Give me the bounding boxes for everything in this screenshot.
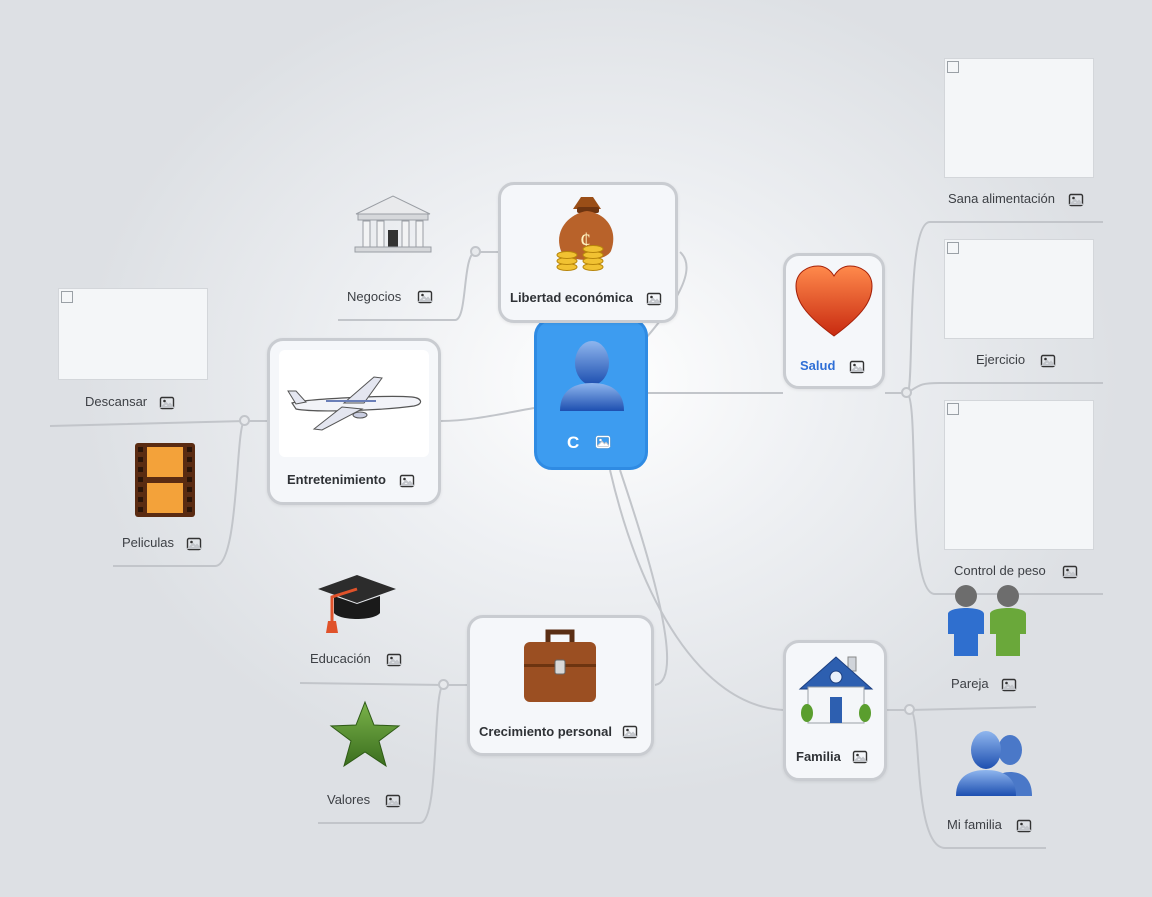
leaf-label: Control de peso bbox=[954, 563, 1046, 578]
image-placeholder bbox=[944, 58, 1094, 178]
collapse-dot-entretenimiento[interactable] bbox=[239, 415, 250, 426]
image-icon[interactable] bbox=[1001, 678, 1017, 692]
leaf-educacion[interactable]: Educación bbox=[302, 565, 412, 675]
image-icon[interactable] bbox=[159, 396, 175, 410]
leaf-descansar[interactable]: Descansar bbox=[58, 288, 208, 418]
leaf-sana-alimentacion[interactable]: Sana alimentación bbox=[944, 58, 1094, 213]
leaf-negocios[interactable]: Negocios bbox=[340, 190, 450, 310]
branch-familia[interactable]: Familia bbox=[783, 640, 887, 781]
group-users-icon bbox=[956, 731, 1032, 796]
root-label: C bbox=[567, 433, 580, 452]
collapse-dot-crecimiento[interactable] bbox=[438, 679, 449, 690]
leaf-label: Educación bbox=[310, 651, 371, 666]
link-root-entretenimiento bbox=[440, 407, 535, 422]
image-icon[interactable] bbox=[1040, 354, 1056, 368]
root-node[interactable]: C bbox=[534, 318, 648, 470]
image-icon[interactable] bbox=[399, 474, 415, 488]
link-salud-ejercicio bbox=[906, 382, 1103, 394]
film-strip-icon bbox=[135, 443, 195, 517]
leaf-label: Valores bbox=[327, 792, 371, 807]
image-icon[interactable] bbox=[186, 537, 202, 551]
link-root-crecimiento bbox=[619, 469, 669, 686]
leaf-label: Descansar bbox=[85, 394, 148, 409]
image-placeholder bbox=[944, 400, 1094, 550]
link-root-familia bbox=[609, 469, 784, 711]
image-icon[interactable] bbox=[1068, 193, 1084, 207]
link-entre-peliculas bbox=[113, 420, 246, 567]
user-icon bbox=[560, 341, 624, 411]
collapse-dot-familia[interactable] bbox=[904, 704, 915, 715]
branch-label: Libertad económica bbox=[510, 290, 633, 305]
image-icon[interactable] bbox=[1062, 565, 1078, 579]
graduation-cap-icon bbox=[318, 575, 396, 633]
leaf-label: Pareja bbox=[951, 676, 989, 691]
branch-libertad-economica[interactable]: ¢ Libertad económica bbox=[498, 182, 678, 323]
couple-icon bbox=[948, 585, 1026, 656]
house-icon bbox=[798, 656, 874, 724]
branch-crecimiento-personal[interactable]: Crecimiento personal bbox=[467, 615, 654, 756]
leaf-label: Peliculas bbox=[122, 535, 175, 550]
leaf-label: Sana alimentación bbox=[948, 191, 1055, 206]
link-crec-valores bbox=[318, 684, 445, 824]
image-icon[interactable] bbox=[849, 360, 865, 374]
leaf-label: Negocios bbox=[347, 289, 402, 304]
leaf-valores[interactable]: Valores bbox=[320, 700, 420, 815]
leaf-peliculas[interactable]: Peliculas bbox=[115, 440, 215, 556]
image-icon[interactable] bbox=[852, 750, 868, 764]
branch-label: Entretenimiento bbox=[287, 472, 386, 487]
leaf-label: Mi familia bbox=[947, 817, 1002, 832]
image-icon[interactable] bbox=[622, 725, 638, 739]
branch-label: Crecimiento personal bbox=[479, 724, 612, 739]
image-icon[interactable] bbox=[417, 290, 433, 304]
link-salud-peso bbox=[906, 392, 1103, 595]
airplane-icon bbox=[287, 376, 422, 431]
branch-entretenimiento[interactable]: Entretenimiento bbox=[267, 338, 441, 505]
branch-label: Familia bbox=[796, 749, 841, 764]
image-icon[interactable] bbox=[646, 292, 662, 306]
link-fam-mifamilia bbox=[909, 709, 1046, 849]
collapse-dot-salud[interactable] bbox=[901, 387, 912, 398]
money-bag-icon: ¢ bbox=[556, 197, 614, 271]
link-root-libertad bbox=[645, 251, 688, 339]
heart-icon bbox=[795, 265, 873, 337]
image-placeholder bbox=[58, 288, 208, 380]
collapse-dot-libertad[interactable] bbox=[470, 246, 481, 257]
svg-text:¢: ¢ bbox=[580, 227, 591, 252]
briefcase-icon bbox=[524, 629, 596, 702]
branch-salud[interactable]: Salud bbox=[783, 253, 885, 389]
image-icon[interactable] bbox=[386, 653, 402, 667]
branch-label: Salud bbox=[800, 358, 836, 373]
leaf-control-de-peso[interactable]: Control de peso bbox=[944, 400, 1094, 585]
image-icon[interactable] bbox=[385, 794, 401, 808]
bank-building-icon bbox=[354, 195, 432, 253]
link-entre-descansar bbox=[49, 420, 267, 427]
leaf-ejercicio[interactable]: Ejercicio bbox=[944, 239, 1094, 374]
leaf-label: Ejercicio bbox=[976, 352, 1026, 367]
image-placeholder bbox=[944, 239, 1094, 339]
image-icon[interactable] bbox=[595, 435, 611, 449]
star-icon bbox=[329, 700, 401, 768]
image-icon[interactable] bbox=[1016, 819, 1032, 833]
leaf-pareja[interactable]: Pareja bbox=[942, 582, 1038, 697]
leaf-mi-familia[interactable]: Mi familia bbox=[942, 728, 1042, 838]
